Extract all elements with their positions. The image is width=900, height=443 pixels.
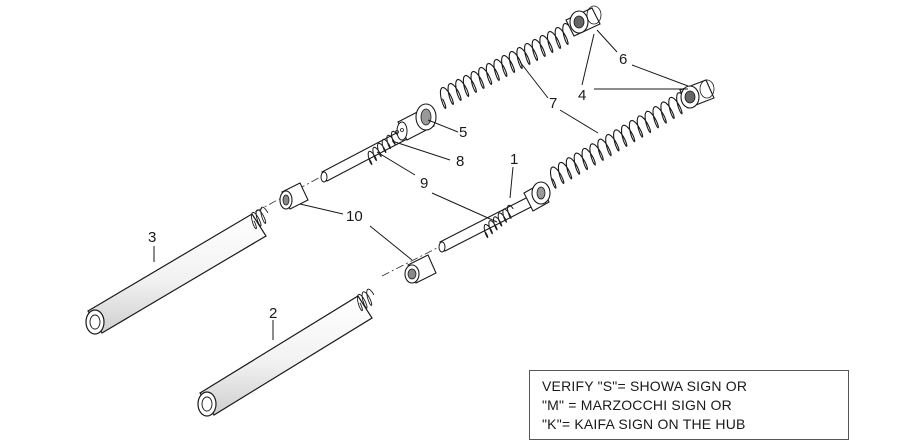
callout-9: 9 xyxy=(420,175,428,192)
callout-4: 4 xyxy=(578,87,586,104)
spacer-cap-upper xyxy=(565,5,602,37)
verification-note-box: VERIFY "S"= SHOWA SIGN OR "M" = MARZOCCH… xyxy=(529,370,849,440)
damper-rod-upper xyxy=(320,103,437,183)
callout-5: 5 xyxy=(459,124,467,141)
callout-7: 7 xyxy=(549,95,557,112)
bushing-lower xyxy=(404,254,437,284)
callout-1: 1 xyxy=(510,151,518,168)
damper-rod-lower xyxy=(438,181,551,253)
spring-lower xyxy=(549,92,687,189)
callout-8: 8 xyxy=(456,153,464,170)
callout-3: 3 xyxy=(148,229,156,246)
fork-tube-3 xyxy=(85,206,269,335)
note-line-3: "K"= KAIFA SIGN ON THE HUB xyxy=(542,416,746,432)
note-line-2: "M" = MARZOCCHI SIGN OR xyxy=(542,397,732,413)
bushing-upper xyxy=(279,182,309,210)
note-line-1: VERIFY "S"= SHOWA SIGN OR xyxy=(542,378,748,394)
callout-6: 6 xyxy=(619,51,627,68)
center-lines xyxy=(254,171,446,277)
leader-lines xyxy=(153,29,689,340)
fork-tube-2 xyxy=(197,288,375,417)
callout-2: 2 xyxy=(269,305,277,322)
spacer-cap-lower xyxy=(679,79,715,109)
callout-10: 10 xyxy=(346,208,363,225)
spring-upper xyxy=(439,22,573,109)
